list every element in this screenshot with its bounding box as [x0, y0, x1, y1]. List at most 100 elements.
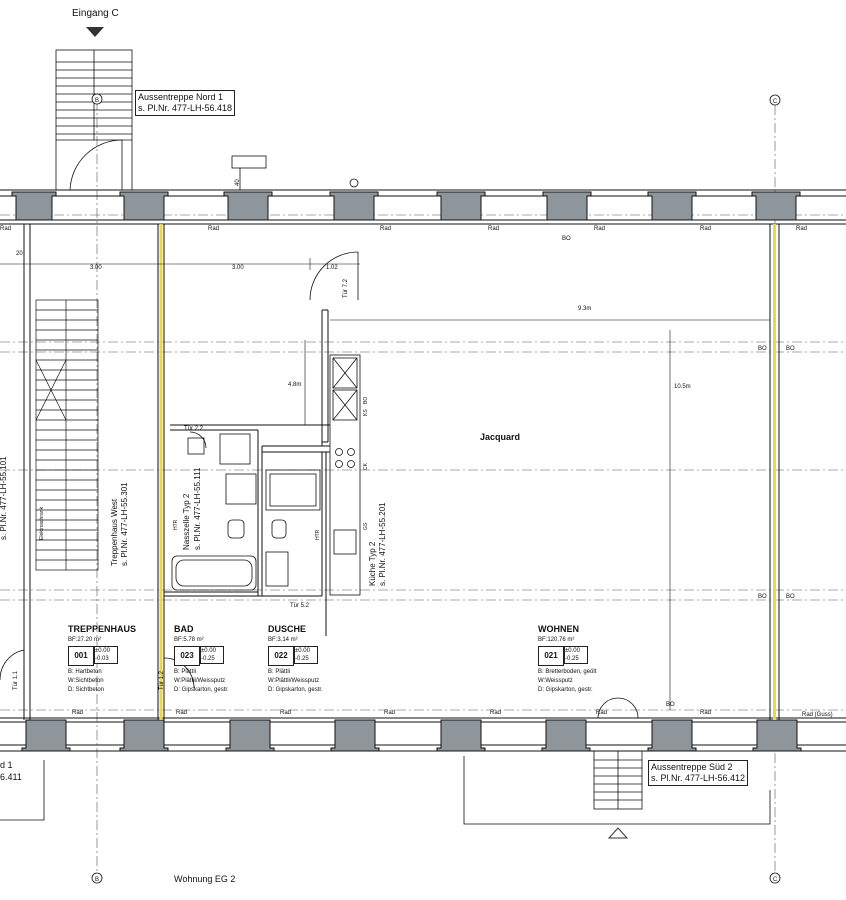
room-bf-wohnen: BF:120.76 m² — [538, 637, 575, 643]
south-stair-line1: Aussentreppe Süd 2 — [651, 762, 733, 772]
material-b: B: Plättli — [174, 669, 197, 675]
level-bottom: -0.25 — [295, 656, 309, 662]
dim-300-a: 3.00 — [90, 265, 102, 271]
elektro-label: Elektroschrank — [39, 506, 45, 540]
room-bf-dusche: BF:3.14 m² — [268, 637, 298, 643]
kueche-label: Küche Typ 2 — [368, 541, 377, 586]
rad-label: Rad — [0, 226, 12, 232]
material-b: B: Plättli — [268, 669, 291, 675]
rad-label: Rad — [594, 226, 606, 232]
west-staircase — [35, 299, 99, 571]
entrance-south-arrow-icon — [607, 827, 629, 839]
insulation — [159, 224, 776, 720]
bo-tag: BO — [758, 346, 767, 352]
rad-label: Rad — [72, 710, 84, 716]
kitchen — [329, 354, 361, 596]
ref-55101: s. Pl.Nr. 477-LH-55.101 — [0, 456, 8, 540]
rad-label: Rad — [280, 710, 292, 716]
dim-20: 20 — [16, 251, 23, 257]
ref-55201: s. Pl.Nr. 477-LH-55.201 — [378, 502, 387, 586]
material-w: W:Plättli/Weissputz — [268, 678, 320, 684]
gs-label: GS — [363, 522, 369, 530]
level-bottom: -0.03 — [95, 656, 109, 662]
room-number-021: 021 — [538, 646, 564, 666]
top-equipment — [231, 155, 267, 190]
material-b: B: Hartbeton — [68, 669, 102, 675]
room-materials-wohnen: B: Bretterboden, geölt W:Weissputz D: Gi… — [538, 668, 596, 695]
south-stairs — [0, 750, 771, 825]
rad-label: Rad — [380, 226, 392, 232]
ks-label: KS — [363, 409, 369, 416]
dim-102: 1.02 — [326, 265, 338, 271]
dim-40: 40 — [235, 179, 241, 186]
bo-label: BO — [363, 396, 369, 404]
nasszelle-label: Nasszelle Typ 2 — [182, 493, 191, 550]
ref-55111: s. Pl.Nr. 477-LH-55.111 — [193, 467, 202, 550]
room-name-dusche: DUSCHE — [268, 624, 307, 634]
room-materials-treppenhaus: B: Hartbeton W:Sichtbeton D: Sichtbeton — [68, 668, 104, 695]
room-number-022: 022 — [268, 646, 294, 666]
bo-tag: BO — [666, 702, 675, 708]
room-materials-bad: B: Plättli W:Plättli/Weissputz D: Gipska… — [174, 668, 229, 695]
rad-label: Rad — [700, 710, 712, 716]
rad-label: Rad — [488, 226, 500, 232]
room-name-treppenhaus: TREPPENHAUS — [68, 624, 137, 634]
dim-48m: 4.8m — [288, 382, 302, 388]
dim-105m: 10.5m — [674, 384, 691, 390]
apartment-label: Wohnung EG 2 — [174, 874, 236, 884]
room-number-001: 001 — [68, 646, 94, 666]
rad-label: Rad — [384, 710, 396, 716]
ck-label: CK — [363, 463, 369, 470]
bo-tag: BO — [786, 594, 795, 600]
level-bottom: -0.25 — [201, 656, 215, 662]
level-bottom: -0.25 — [565, 656, 579, 662]
room-level-treppenhaus: ±0.00 -0.03 — [94, 646, 118, 664]
bath-fixtures — [171, 433, 321, 591]
bo-tag: BO — [562, 236, 571, 242]
axis-markers — [91, 93, 781, 884]
north-stairs — [55, 49, 133, 191]
jacquard-label: Jacquard — [480, 432, 521, 442]
rad-label: Rad — [700, 226, 712, 232]
level-top: ±0.00 — [565, 648, 580, 654]
interior-walls — [23, 224, 780, 720]
dim-93m: 9.3m — [578, 306, 592, 312]
rad-label: Rad — [176, 710, 188, 716]
entrance-label: Eingang C — [72, 8, 119, 19]
dim-300-b: 3.00 — [232, 265, 244, 271]
north-stair-line1: Aussentreppe Nord 1 — [138, 92, 224, 102]
south-stair-line2: s. Pl.Nr. 477-LH-56.412 — [651, 773, 746, 783]
axis-c-bottom: C — [773, 877, 778, 883]
treppenhaus-west-label: Treppenhaus West — [110, 498, 119, 566]
axis-b-bottom: B — [95, 877, 99, 883]
north-pillars — [11, 191, 801, 221]
door-1-2: Tür 1.2 — [159, 670, 165, 690]
material-w: W:Sichtbeton — [68, 678, 104, 684]
rad-label: Rad — [208, 226, 220, 232]
material-w: W:Plättli/Weissputz — [174, 678, 226, 684]
bo-tag: BO — [786, 346, 795, 352]
south-pillars — [21, 719, 802, 752]
room-name-wohnen: WOHNEN — [538, 624, 579, 634]
door-swings — [0, 251, 639, 719]
material-b: B: Bretterboden, geölt — [538, 669, 597, 675]
rad-label: Rad — [796, 226, 808, 232]
entrance-arrow-icon — [86, 27, 104, 37]
door-5-2: Tür 5.2 — [290, 603, 310, 609]
material-d: D: Gipskarton, gestr. — [268, 687, 323, 693]
left-cut-label-1: d 1 — [0, 760, 13, 770]
north-wall — [0, 189, 846, 225]
htr-label-1: HTR — [173, 519, 179, 530]
door-7-2: Tür 7.2 — [343, 278, 349, 298]
room-bf-treppenhaus: BF:27.20 m² — [68, 637, 102, 643]
north-stair-reference: Aussentreppe Nord 1 s. Pl.Nr. 477-LH-56.… — [135, 90, 236, 116]
door-1-1: Tür 1.1 — [13, 670, 19, 690]
rad-label: Rad — [596, 710, 608, 716]
rad-guss-label: Rad (Guss) — [802, 712, 833, 718]
material-w: W:Weissputz — [538, 678, 573, 684]
material-d: D: Gipskarton, gestr. — [174, 687, 229, 693]
north-stair-line2: s. Pl.Nr. 477-LH-56.418 — [138, 103, 233, 113]
room-level-bad: ±0.00 -0.25 — [200, 646, 224, 664]
axis-b-top: B — [95, 98, 99, 104]
